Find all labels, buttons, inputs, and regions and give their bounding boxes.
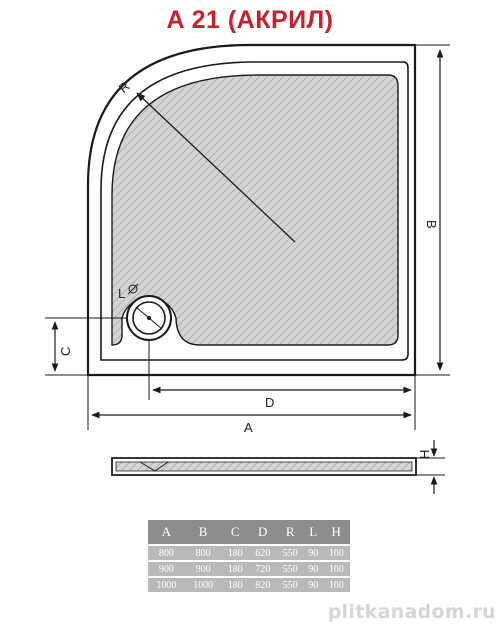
drain-hole-icon bbox=[126, 295, 172, 341]
table-cell: 550 bbox=[276, 560, 305, 577]
diagram-title: A 21 (АКРИЛ) bbox=[166, 6, 334, 34]
watermark: plitkanadom.ru bbox=[327, 601, 496, 623]
table-cell: 180 bbox=[221, 544, 249, 561]
header-A: A bbox=[148, 520, 185, 545]
header-D: D bbox=[248, 520, 277, 545]
header-B: B bbox=[184, 520, 222, 545]
header-C: C bbox=[221, 520, 249, 545]
table-cell: 180 bbox=[221, 576, 249, 592]
table-cell: 820 bbox=[248, 576, 277, 592]
table-cell: 180 bbox=[221, 560, 249, 577]
table-cell: 90 bbox=[304, 576, 323, 592]
tray-basin bbox=[111, 74, 399, 346]
table-cell: 90 bbox=[304, 544, 323, 561]
tray-rim bbox=[100, 61, 409, 361]
table-cell: 160 bbox=[322, 544, 350, 561]
table-cell: 620 bbox=[248, 544, 277, 561]
table-row: 800 800 180 620 550 90 160 bbox=[148, 544, 350, 561]
table-cell: 900 bbox=[148, 560, 185, 577]
table-cell: 1000 bbox=[184, 576, 222, 592]
table-cell: 160 bbox=[322, 576, 350, 592]
diameter-symbol-icon bbox=[127, 283, 139, 295]
table-cell: 800 bbox=[184, 544, 222, 561]
header-H: H bbox=[322, 520, 350, 545]
header-L: L bbox=[304, 520, 323, 545]
dimensions-table: A B C D R L H 800 800 180 620 550 90 160… bbox=[148, 520, 350, 592]
table-row: 1000 1000 180 820 550 90 160 bbox=[148, 576, 350, 592]
table-cell: 800 bbox=[148, 544, 185, 561]
tray-side-profile bbox=[111, 457, 417, 476]
table-cell: 90 bbox=[304, 560, 323, 577]
table-header-row: A B C D R L H bbox=[148, 520, 350, 545]
tray-drawing: L R B C D A H bbox=[45, 43, 450, 494]
table-cell: 550 bbox=[276, 544, 305, 561]
table-cell: 900 bbox=[184, 560, 222, 577]
table-cell: 1000 bbox=[148, 576, 185, 592]
label-A: A bbox=[244, 420, 253, 435]
label-L: L bbox=[118, 286, 125, 301]
table-cell: 160 bbox=[322, 560, 350, 577]
radius-line bbox=[136, 92, 296, 243]
table-cell: 550 bbox=[276, 576, 305, 592]
label-B: B bbox=[424, 220, 439, 229]
table-row: 900 900 180 720 550 90 160 bbox=[148, 560, 350, 577]
table-cell: 720 bbox=[248, 560, 277, 577]
header-R: R bbox=[276, 520, 305, 545]
label-C: C bbox=[58, 347, 73, 356]
label-D: D bbox=[265, 395, 274, 410]
label-H: H bbox=[417, 450, 432, 459]
